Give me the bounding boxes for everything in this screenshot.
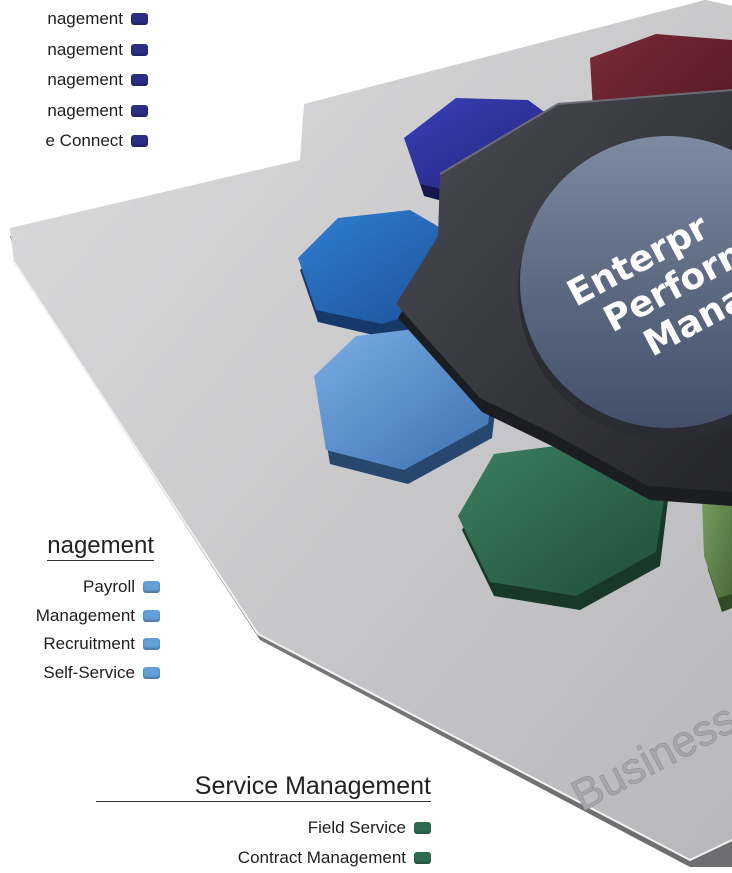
legend-top-swatch-icon bbox=[131, 13, 148, 26]
legend-hr-item-label: Payroll bbox=[83, 577, 135, 597]
legend-hr-item: Recruitment bbox=[0, 630, 160, 659]
legend-hr-item-label: Recruitment bbox=[43, 634, 135, 654]
central-hub: Enterpr Perform Mana bbox=[396, 89, 732, 506]
legend-service-item: Field Service bbox=[96, 813, 431, 843]
legend-service-item-label: Field Service bbox=[307, 818, 406, 837]
hub-disc bbox=[520, 136, 732, 428]
legend-top-item-label: nagement bbox=[47, 9, 123, 29]
legend-top-swatch-icon bbox=[131, 104, 148, 117]
legend-top-swatch-icon bbox=[131, 74, 148, 87]
legend-hr-swatch-icon bbox=[143, 581, 160, 594]
legend-top-swatch-icon bbox=[131, 135, 148, 148]
legend-service-item: Contract Management bbox=[96, 843, 431, 873]
legend-service-swatch-icon bbox=[414, 822, 431, 834]
legend-top-item-label: nagement bbox=[47, 100, 123, 120]
service-section-title: Service Management bbox=[96, 771, 431, 802]
legend-hr-swatch-icon bbox=[143, 666, 160, 679]
hr-section-title: nagement bbox=[47, 532, 154, 561]
legend-service-swatch-icon bbox=[414, 852, 431, 864]
legend-top-item: nagement bbox=[0, 35, 148, 66]
hex-tile-olive bbox=[702, 486, 732, 612]
legend-top-item-label: e Connect bbox=[45, 131, 124, 151]
legend-hr-item-label: Management bbox=[35, 605, 135, 625]
hex-tile-green bbox=[458, 442, 668, 610]
legend-hr-swatch-icon bbox=[143, 609, 160, 622]
legend-top-item: nagement bbox=[0, 4, 148, 35]
legend-top-swatch-icon bbox=[131, 43, 148, 56]
legend-top-item-label: nagement bbox=[47, 70, 123, 90]
legend-hr-item: Management bbox=[0, 602, 160, 631]
legend-hr-item-label: Self-Service bbox=[43, 662, 135, 682]
legend-hr-swatch-icon bbox=[143, 638, 160, 651]
legend-top-item: e Connect bbox=[0, 126, 148, 157]
legend-top-item: nagement bbox=[0, 65, 148, 96]
legend-hr-item: Payroll bbox=[0, 573, 160, 602]
legend-top-item: nagement bbox=[0, 96, 148, 127]
legend-top: nagement nagement nagement nagement e Connec… bbox=[0, 4, 148, 157]
legend-top-item-label: nagement bbox=[47, 39, 123, 59]
legend-hr-item: Self-Service bbox=[0, 659, 160, 688]
legend-service-item-label: Contract Management bbox=[237, 848, 406, 867]
